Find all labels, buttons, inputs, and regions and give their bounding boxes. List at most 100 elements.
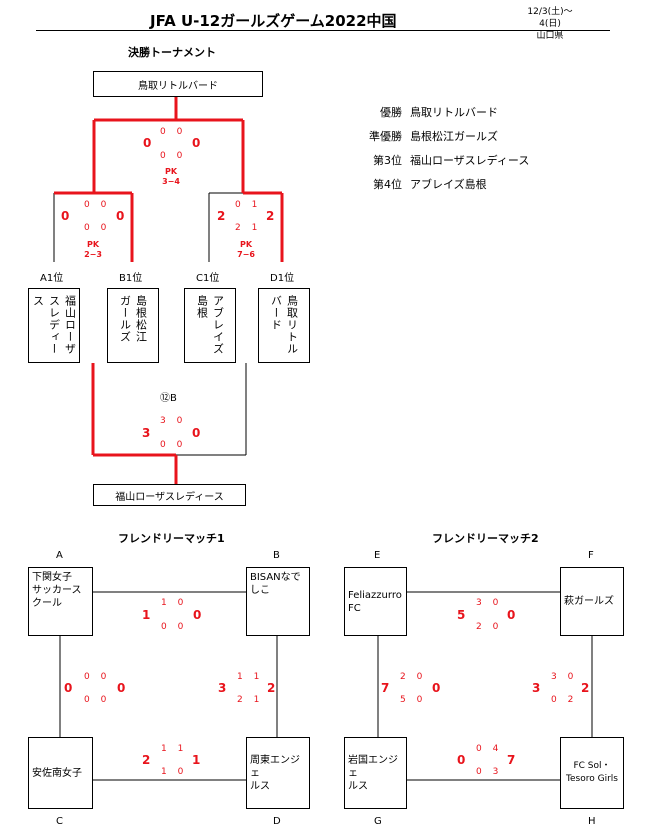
ranking-list: 優勝 鳥取リトルバード 準優勝 島根松江ガールズ 第3位 福山ローザスレディース…	[360, 100, 529, 196]
semi1-score-first-half: 0 0	[84, 200, 111, 210]
final-tournament-title: 決勝トーナメント	[128, 46, 216, 59]
semi2-pk-score: 7−6	[237, 250, 255, 259]
f1-ab-second-half: 0 0	[161, 622, 188, 632]
semi2-score-right: 2	[266, 209, 275, 223]
event-date: 12/3(土)～4(日)	[527, 7, 573, 29]
friendly2-team-g: 岩国エンジェ ルス	[344, 737, 407, 809]
semi1-pk-score: 2−3	[84, 250, 102, 259]
semi1-pk: PK 2−3	[78, 240, 108, 260]
third-score-right: 0	[192, 426, 201, 440]
f1-bd-second-half: 2 1	[237, 695, 264, 705]
final-pk: PK 3−4	[156, 167, 186, 187]
friendly2-letter-f: F	[588, 550, 594, 561]
final-score-right: 0	[192, 136, 201, 150]
f1-ab-left: 1	[142, 608, 151, 622]
event-date-venue: 12/3(土)～4(日) 山口県	[520, 6, 580, 42]
f2-eg-right: 0	[432, 681, 441, 695]
f1-cd-right: 1	[192, 753, 201, 767]
f2-fh-first-half: 3 0	[551, 672, 578, 682]
team-b1-line1: 島根松江	[134, 295, 148, 343]
rank-label: 準優勝	[369, 130, 402, 143]
semi2-score-left: 2	[217, 209, 226, 223]
champion-box: 鳥取リトルバード	[93, 71, 263, 97]
friendly1-letter-a: A	[56, 550, 63, 561]
final-score-left: 0	[143, 136, 152, 150]
f2-ef-right: 0	[507, 608, 516, 622]
f1-ab-right: 0	[193, 608, 202, 622]
f2-gh-right: 7	[507, 753, 516, 767]
f1-bd-left: 3	[218, 681, 227, 695]
team-box-d1: 鳥取リトル バード	[258, 288, 310, 363]
rank-label: 第4位	[373, 178, 402, 191]
final-pk-score: 3−4	[162, 177, 180, 186]
semi1-score-right: 0	[116, 209, 125, 223]
friendly1-team-a: 下関女子 サッカース クール	[28, 567, 93, 636]
semi2-pk-label: PK	[239, 240, 253, 249]
friendly2-team-e: Feliazzurro FC	[344, 567, 407, 636]
third-place-box: 福山ローザスレディース	[93, 484, 246, 506]
team-d1-line2: バード	[269, 295, 283, 331]
f1-cd-left: 2	[142, 753, 151, 767]
f2-eg-first-half: 2 0	[400, 672, 427, 682]
final-score-first-half: 0 0	[160, 127, 187, 137]
friendly1-title: フレンドリーマッチ1	[118, 532, 225, 545]
f2-gh-first-half: 0 4	[476, 744, 503, 754]
event-venue: 山口県	[536, 31, 564, 41]
f1-cd-first-half: 1 1	[161, 744, 188, 754]
friendly2-team-h: FC Sol・ Tesoro Girls	[560, 737, 624, 809]
rank-team: 鳥取リトルバード	[410, 106, 498, 119]
semi1-score-second-half: 0 0	[84, 223, 111, 233]
f1-bd-right: 2	[267, 681, 276, 695]
ranking-row: 優勝 鳥取リトルバード	[360, 100, 529, 124]
rank-label: 優勝	[380, 106, 402, 119]
team-a1-line2: スレディー	[47, 295, 61, 355]
semi1-score-left: 0	[61, 209, 70, 223]
team-c1-line1: アブレイズ	[211, 295, 225, 355]
friendly1-letter-d: D	[273, 816, 281, 827]
team-b1-line2: ガールズ	[118, 295, 132, 343]
f1-ab-first-half: 1 0	[161, 598, 188, 608]
ranking-row: 第3位 福山ローザスレディース	[360, 148, 529, 172]
friendly2-letter-g: G	[374, 816, 382, 827]
f2-fh-second-half: 0 2	[551, 695, 578, 705]
f1-bd-first-half: 1 1	[237, 672, 264, 682]
page-title: JFA U-12ガールズゲーム2022中国	[150, 12, 397, 30]
slot-c1: C1位	[196, 273, 220, 284]
friendly2-letter-h: H	[588, 816, 596, 827]
friendly2-title: フレンドリーマッチ2	[432, 532, 539, 545]
slot-b1: B1位	[119, 273, 143, 284]
f2-fh-left: 3	[532, 681, 541, 695]
f1-ac-second-half: 0 0	[84, 695, 111, 705]
f2-eg-left: 7	[381, 681, 390, 695]
team-a1-line1: 福山ローザ	[63, 295, 77, 355]
f2-ef-first-half: 3 0	[476, 598, 503, 608]
final-score-second-half: 0 0	[160, 151, 187, 161]
friendly2-team-f: 萩ガールズ	[560, 567, 624, 636]
semi2-pk: PK 7−6	[231, 240, 261, 260]
friendly1-team-c: 安佐南女子	[28, 737, 93, 809]
f2-gh-second-half: 0 3	[476, 767, 503, 777]
rank-team: アブレイズ島根	[410, 178, 487, 191]
team-c1-line2: 島根	[195, 295, 209, 319]
friendly1-team-b: BISANなで しこ	[246, 567, 310, 636]
friendly1-letter-b: B	[273, 550, 280, 561]
slot-a1: A1位	[40, 273, 64, 284]
third-place-match-label: ⑫B	[160, 393, 177, 404]
f2-eg-second-half: 5 0	[400, 695, 427, 705]
team-box-c1: アブレイズ 島根	[184, 288, 236, 363]
semi2-score-second-half: 2 1	[235, 223, 262, 233]
ranking-row: 第4位 アブレイズ島根	[360, 172, 529, 196]
slot-d1: D1位	[270, 273, 295, 284]
f1-ac-right: 0	[117, 681, 126, 695]
team-box-b1: 島根松江 ガールズ	[107, 288, 159, 363]
f1-ac-left: 0	[64, 681, 73, 695]
third-score-left: 3	[142, 426, 151, 440]
ranking-row: 準優勝 島根松江ガールズ	[360, 124, 529, 148]
header-rule	[36, 30, 610, 31]
rank-team: 島根松江ガールズ	[410, 130, 498, 143]
f2-ef-second-half: 2 0	[476, 622, 503, 632]
friendly2-letter-e: E	[374, 550, 381, 561]
friendly1-letter-c: C	[56, 816, 63, 827]
friendly1-team-d: 周東エンジェ ルス	[246, 737, 310, 809]
final-pk-label: PK	[164, 167, 178, 176]
